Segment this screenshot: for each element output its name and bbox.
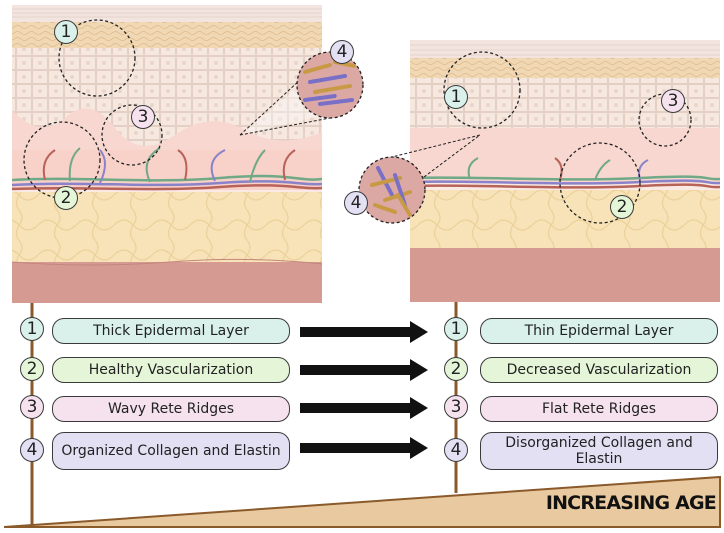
legend-number-1-right: 1 <box>444 317 468 341</box>
marker-4-young: 4 <box>330 40 354 64</box>
legend-number-3-right: 3 <box>444 395 468 419</box>
label-flat-rete-ridges: Flat Rete Ridges <box>480 396 718 422</box>
legend-number-4-left: 4 <box>20 438 44 462</box>
legend-number-2-left: 2 <box>20 357 44 381</box>
marker-4-aged: 4 <box>344 191 368 215</box>
legend-number-2-right: 2 <box>444 357 468 381</box>
marker-3-young: 3 <box>131 105 155 129</box>
legend-number-4-right: 4 <box>444 438 468 462</box>
aged-skin-illustration <box>410 40 720 302</box>
young-skin-illustration <box>12 5 322 303</box>
label-disorganized-collagen-elastin: Disorganized Collagen and Elastin <box>480 432 718 470</box>
marker-1-young: 1 <box>54 20 78 44</box>
legend-number-1-left: 1 <box>20 317 44 341</box>
label-decreased-vascularization: Decreased Vascularization <box>480 357 718 383</box>
marker-1-aged: 1 <box>444 85 468 109</box>
marker-2-young: 2 <box>54 186 78 210</box>
age-wedge <box>3 475 721 528</box>
label-wavy-rete-ridges: Wavy Rete Ridges <box>52 396 290 422</box>
increasing-age-label: INCREASING AGE <box>545 492 717 514</box>
marker-3-aged: 3 <box>661 89 685 113</box>
marker-2-aged: 2 <box>610 195 634 219</box>
label-organized-collagen-elastin: Organized Collagen and Elastin <box>52 432 290 470</box>
arrows <box>300 321 428 459</box>
label-healthy-vascularization: Healthy Vascularization <box>52 357 290 383</box>
legend-number-3-left: 3 <box>20 395 44 419</box>
label-thin-epidermal-layer: Thin Epidermal Layer <box>480 318 718 344</box>
label-thick-epidermal-layer: Thick Epidermal Layer <box>52 318 290 344</box>
